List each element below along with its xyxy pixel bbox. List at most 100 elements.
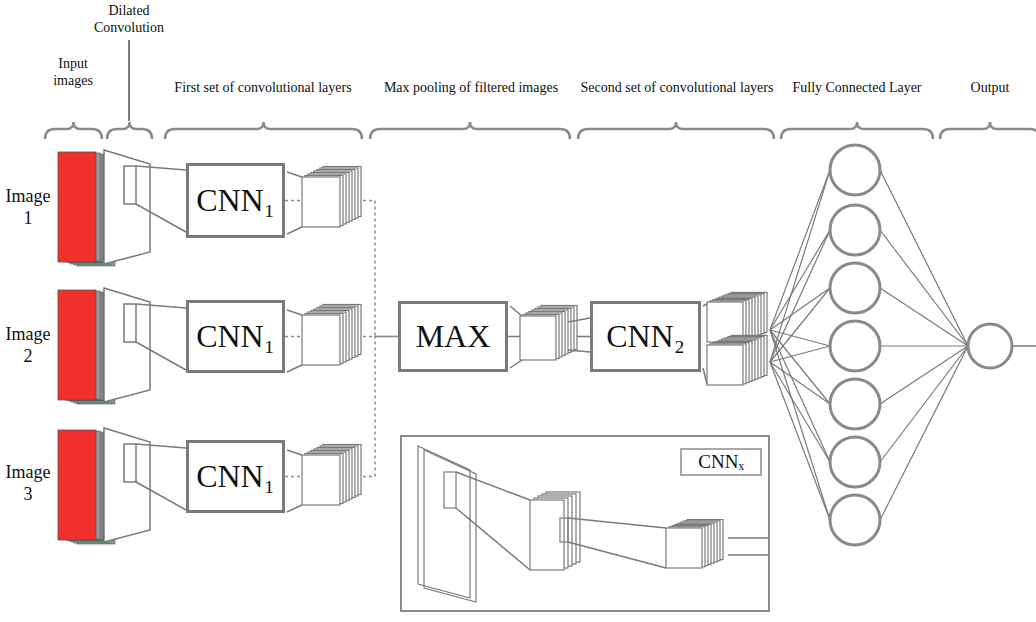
section-label: First set of convolutional layers <box>143 80 383 97</box>
fc-link <box>770 288 830 330</box>
layer-line <box>728 537 768 539</box>
layer-line <box>510 360 522 368</box>
feature-map <box>520 316 556 360</box>
cnn-block: CNN₁ <box>186 440 285 513</box>
layer-line <box>456 508 530 570</box>
layer-line <box>703 368 707 384</box>
kernel <box>560 518 568 542</box>
fc-link <box>880 346 968 462</box>
feature-map <box>302 315 340 365</box>
cnn-block: CNN₁ <box>186 163 285 238</box>
section-label: Input images <box>45 56 101 90</box>
layer-line <box>568 350 590 352</box>
fc-link <box>770 362 830 404</box>
block-label: CNN₂ <box>606 318 685 355</box>
fc-link <box>770 362 830 462</box>
layer-line <box>287 227 302 234</box>
fc-link <box>770 230 830 362</box>
block-label: MAX <box>416 318 491 355</box>
fc-link <box>770 362 830 520</box>
block-label: CNN₁ <box>196 458 275 495</box>
fc-neuron <box>830 495 880 545</box>
layer-line <box>568 542 666 568</box>
layer-line <box>136 342 186 370</box>
inset-title: CNNₓ <box>680 448 762 476</box>
feature-map-stack <box>707 335 767 385</box>
output-neuron <box>968 324 1012 368</box>
feature-map-stack <box>520 306 577 361</box>
fc-neuron <box>830 205 880 255</box>
feature-map <box>302 177 340 227</box>
feature-map-stack <box>666 520 723 568</box>
feature-map <box>530 500 564 570</box>
fc-link <box>880 170 968 346</box>
layer-line <box>510 306 522 316</box>
fc-link <box>770 330 830 404</box>
fc-neuron <box>830 263 880 313</box>
block-label: CNN₁ <box>196 318 275 355</box>
layer-line <box>287 172 302 177</box>
section-brace <box>940 122 1036 139</box>
section-label: Second set of convolutional layers <box>557 80 797 97</box>
dilated-kernel <box>124 304 136 342</box>
layer-line <box>728 554 768 556</box>
section-label: Output <box>950 80 1030 97</box>
feature-map-stack <box>302 445 361 506</box>
fc-link <box>880 346 968 404</box>
fc-link <box>880 288 968 346</box>
fc-link <box>770 330 830 520</box>
fc-link <box>770 170 830 362</box>
image-channel <box>58 430 96 540</box>
fc-link <box>880 230 968 346</box>
dilated-kernel <box>124 166 136 204</box>
layer-line <box>136 166 186 170</box>
section-label: Max pooling of filtered images <box>361 80 581 97</box>
dilated-kernel <box>124 444 136 482</box>
image-label: Image 2 <box>2 324 54 367</box>
layer-line <box>287 450 302 455</box>
max-pool-block: MAX <box>398 301 508 372</box>
section-brace <box>45 122 102 139</box>
fc-neuron <box>830 321 880 371</box>
cnn-detail-inset: CNNₓ <box>400 435 770 612</box>
image-label: Image 1 <box>2 186 54 229</box>
fc-neuron <box>830 437 880 487</box>
cnn-block: CNN₁ <box>186 300 285 373</box>
section-label: Dilated Convolution <box>83 3 175 37</box>
layer-line <box>568 318 590 322</box>
input-plane <box>424 450 476 602</box>
layer-line <box>568 518 666 528</box>
pointer-line <box>128 40 130 121</box>
block-label: CNN₁ <box>196 182 275 219</box>
section-brace <box>165 122 362 139</box>
fc-link <box>770 330 830 346</box>
kernel <box>444 472 456 508</box>
output-line <box>1012 345 1036 347</box>
fc-link <box>880 345 968 346</box>
layer-line <box>136 444 186 448</box>
feature-map-stack <box>530 492 580 570</box>
feature-map <box>707 345 743 385</box>
fc-neuron <box>830 145 880 195</box>
image-label: Image 3 <box>2 462 54 505</box>
layer-line <box>136 304 186 308</box>
layer-line <box>456 472 530 500</box>
feature-map <box>666 528 702 568</box>
section-brace <box>578 122 774 139</box>
layer-line <box>703 304 707 306</box>
image-channel <box>58 152 96 262</box>
input-plane <box>418 446 470 598</box>
layer-line <box>136 482 186 510</box>
fc-neuron <box>830 379 880 429</box>
layer-line <box>287 505 302 512</box>
section-label: Fully Connected Layer <box>767 80 947 97</box>
image-channel <box>58 290 96 400</box>
feature-map-stack <box>302 305 361 366</box>
section-brace <box>370 122 570 139</box>
feature-map-stack <box>707 292 767 342</box>
layer-line <box>287 310 302 315</box>
section-brace <box>107 122 152 139</box>
cnn-block: CNN₂ <box>590 301 701 372</box>
feature-map <box>302 455 340 505</box>
layer-line <box>136 204 186 232</box>
